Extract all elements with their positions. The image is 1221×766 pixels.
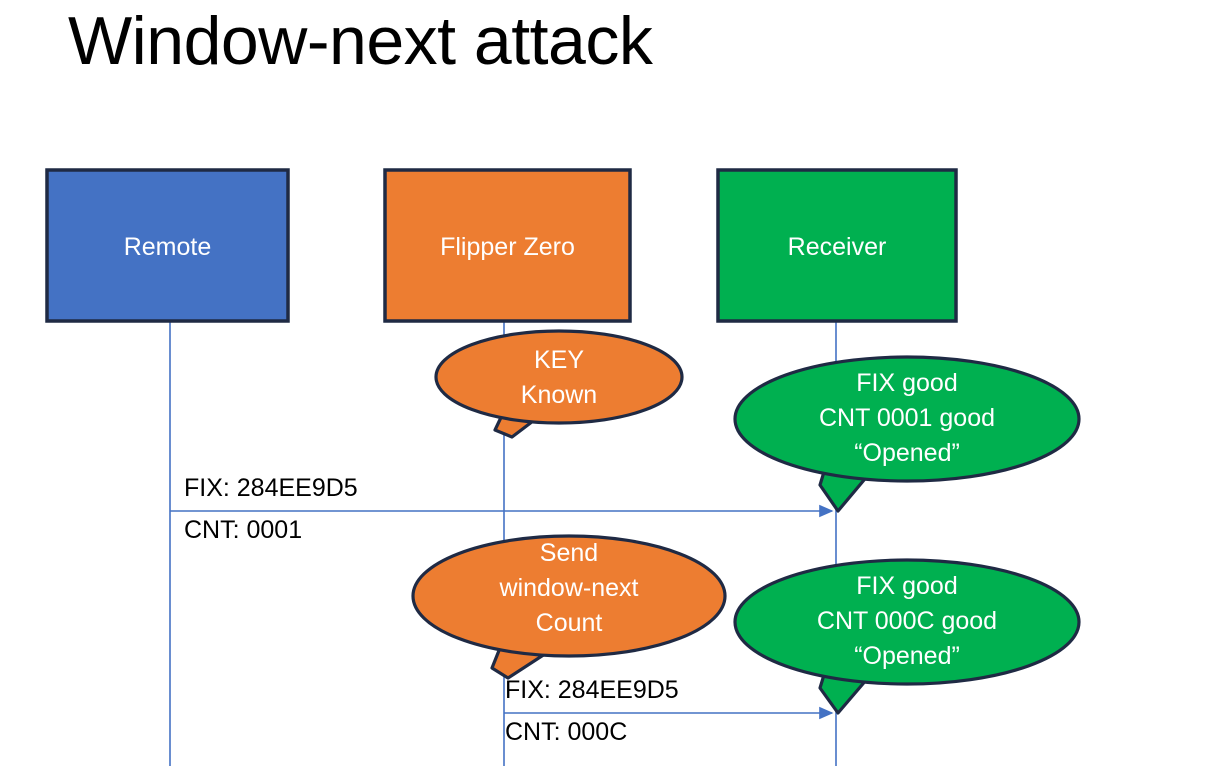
message-1-fix-label: FIX: 284EE9D5 bbox=[184, 474, 358, 502]
bubble-text-send-window-next: Send window-next Count bbox=[413, 536, 725, 641]
actor-box-flipper[interactable] bbox=[383, 168, 632, 323]
bubble-line: FIX good bbox=[856, 369, 958, 397]
bubble-text-receiver-ok-0001: FIX good CNT 0001 good “Opened” bbox=[735, 366, 1079, 471]
bubble-line: “Opened” bbox=[854, 642, 960, 670]
bubble-line: CNT 000C good bbox=[816, 607, 998, 635]
actor-box-remote[interactable] bbox=[45, 168, 290, 323]
bubble-shape-receiver-ok-000c[interactable] bbox=[733, 558, 1081, 715]
message-2-cnt-label: CNT: 000C bbox=[505, 718, 628, 746]
bubble-shape-key-known[interactable] bbox=[434, 329, 684, 439]
bubble-text-key-known: KEY Known bbox=[436, 343, 682, 413]
bubble-line: “Opened” bbox=[854, 439, 960, 467]
bubble-shape-send-window-next[interactable] bbox=[411, 534, 727, 680]
message-2-fix-label: FIX: 284EE9D5 bbox=[505, 676, 679, 704]
bubble-line: window-next bbox=[499, 574, 639, 602]
bubble-line: Send bbox=[539, 539, 599, 567]
bubble-line: KEY bbox=[533, 346, 585, 374]
message-1-cnt-label: CNT: 0001 bbox=[184, 516, 303, 544]
bubble-line: Known bbox=[520, 381, 598, 409]
bubble-line: CNT 0001 good bbox=[818, 404, 996, 432]
slide-title: Window-next attack bbox=[68, 3, 653, 79]
bubble-text-receiver-ok-000c: FIX good CNT 000C good “Opened” bbox=[735, 569, 1079, 674]
actor-label-remote: Remote bbox=[123, 233, 212, 261]
bubble-shape-receiver-ok-0001[interactable] bbox=[733, 355, 1081, 513]
actor-box-receiver[interactable] bbox=[716, 168, 958, 323]
bubble-line: FIX good bbox=[856, 572, 958, 600]
bubble-line: Count bbox=[535, 609, 603, 637]
actor-label-receiver: Receiver bbox=[787, 233, 887, 261]
actor-label-flipper: Flipper Zero bbox=[440, 233, 575, 261]
